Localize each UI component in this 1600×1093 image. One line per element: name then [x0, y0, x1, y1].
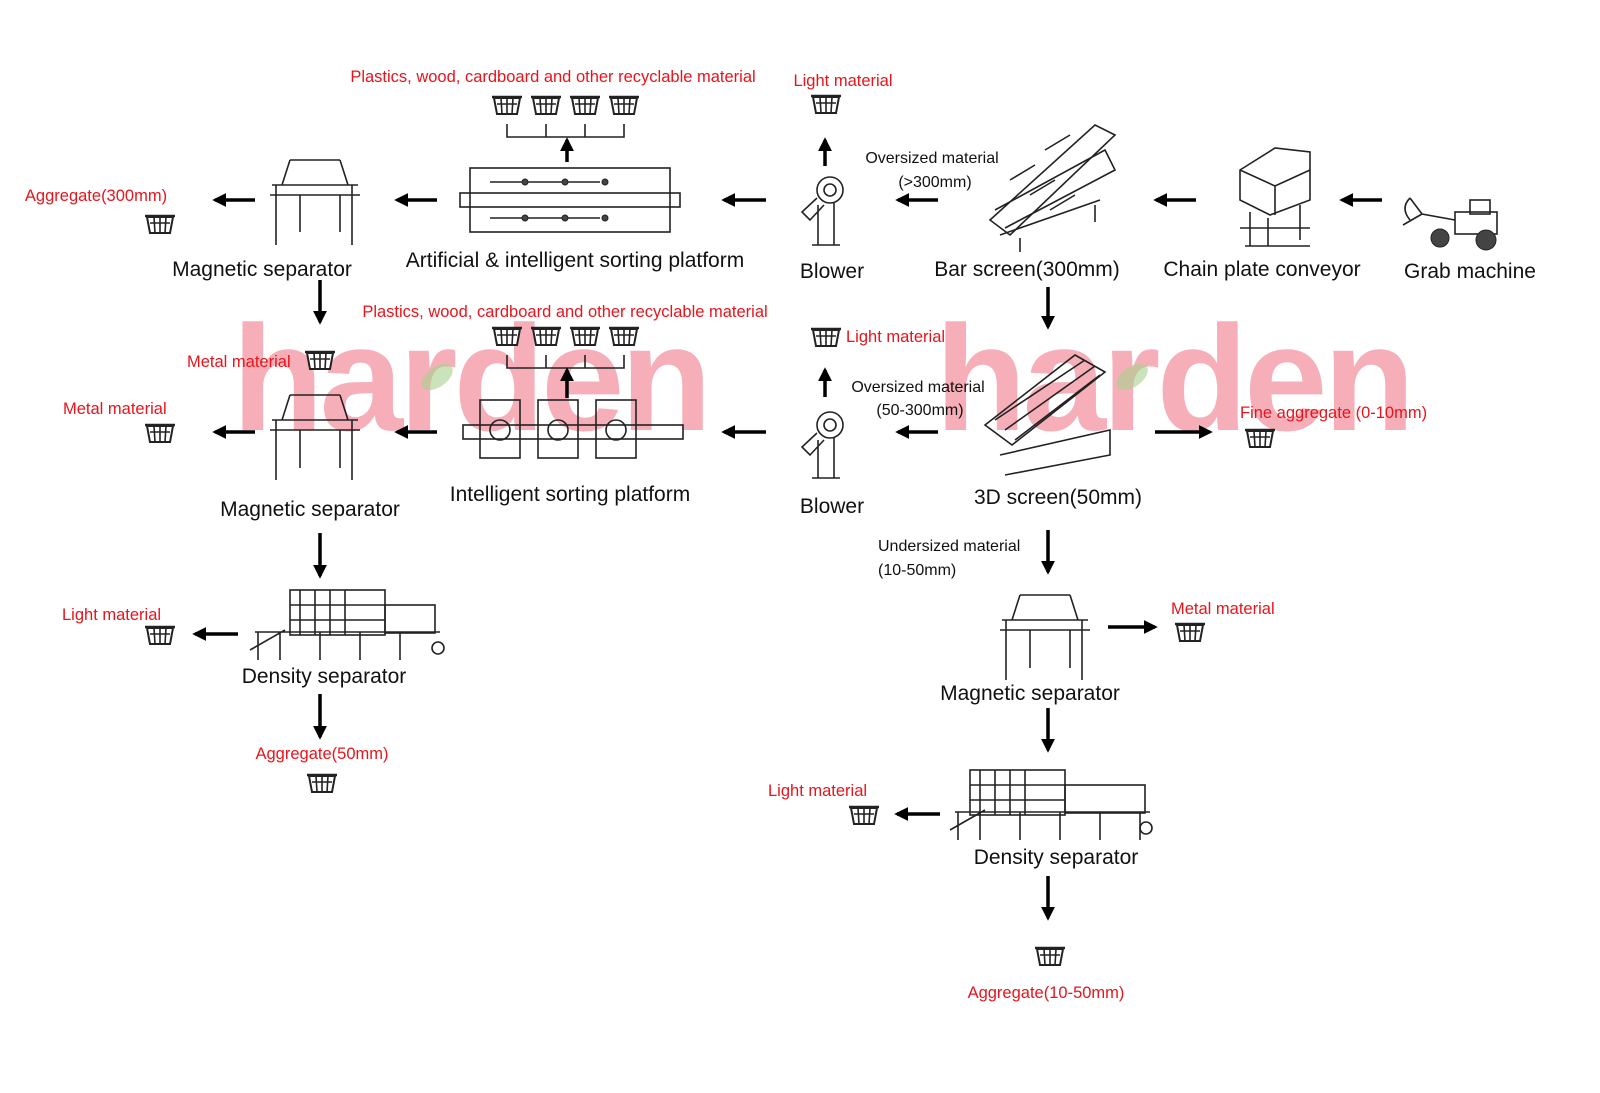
light-material-2-label: Light material: [846, 328, 945, 346]
bin-icon: [303, 350, 337, 371]
bar-screen-icon: [988, 124, 1117, 252]
light-material-3-label: Light material: [62, 606, 161, 624]
screen-3d-label: 3D screen(50mm): [974, 486, 1142, 509]
magnetic-separator-3-icon: [1000, 594, 1090, 680]
aggregate-300-label: Aggregate(300mm): [25, 187, 167, 205]
chain-plate-conveyor-label: Chain plate conveyor: [1163, 258, 1360, 281]
bin-icon: [809, 327, 843, 348]
chain-plate-conveyor-icon: [1239, 147, 1311, 247]
undersized-label: Undersized material: [878, 538, 1020, 555]
blower-1-icon: [800, 176, 844, 246]
magnetic-separator-2-label: Magnetic separator: [220, 498, 400, 521]
fine-aggregate-label: Fine aggregate (0-10mm): [1240, 404, 1427, 422]
watermark-right: harden: [935, 294, 1415, 462]
bar-screen-label: Bar screen(300mm): [934, 258, 1120, 281]
bin-icon: [143, 625, 177, 646]
light-material-1-label: Light material: [793, 72, 892, 90]
density-separator-2-label: Density separator: [974, 846, 1139, 869]
bin-icon: [1033, 946, 1067, 967]
magnetic-separator-1-label: Magnetic separator: [172, 258, 352, 281]
light-material-4-label: Light material: [768, 782, 867, 800]
blower-2-label: Blower: [800, 495, 864, 518]
magnetic-separator-3-label: Magnetic separator: [940, 682, 1120, 705]
undersized-range: (10-50mm): [878, 562, 956, 579]
oversized-2-label: Oversized material: [851, 379, 984, 396]
oversized-1-label: Oversized material: [865, 150, 998, 167]
density-separator-2-icon: [949, 769, 1153, 840]
magnetic-separator-1-icon: [270, 159, 360, 245]
watermark-left: harden: [232, 294, 712, 462]
bin-icon: [1243, 428, 1277, 449]
metal-material-3-label: Metal material: [1171, 600, 1275, 618]
flow-arrows: [192, 137, 1382, 921]
watermark-text-left: harden: [232, 294, 708, 462]
sorting-platform-2-label: Intelligent sorting platform: [450, 483, 690, 506]
blower-1-label: Blower: [800, 260, 864, 283]
grab-machine-icon: [1402, 197, 1498, 251]
bin-icon: [305, 773, 339, 794]
watermark-text-right: harden: [935, 294, 1411, 462]
grab-machine-label: Grab machine: [1404, 260, 1536, 283]
screen-3d-icon: [983, 354, 1111, 476]
bin-icon: [143, 423, 177, 444]
bin-icon: [1173, 622, 1207, 643]
metal-material-1-label: Metal material: [187, 353, 291, 371]
bin-icon: [847, 805, 881, 826]
density-separator-1-label: Density separator: [242, 665, 407, 688]
density-separator-1-icon: [249, 589, 445, 660]
magnetic-separator-2-icon: [270, 394, 360, 480]
bin-icon: [143, 214, 177, 235]
sorting-platform-2-icon: [462, 399, 684, 459]
aggregate-50-label: Aggregate(50mm): [256, 745, 389, 763]
sorting-platform-1-label: Artificial & intelligent sorting platfor…: [406, 249, 744, 272]
oversized-1-range: (>300mm): [898, 174, 971, 191]
recyclable-bins-1: [490, 95, 641, 138]
blower-2-icon: [800, 411, 844, 479]
oversized-2-range: (50-300mm): [876, 402, 963, 419]
metal-material-2-label: Metal material: [63, 400, 167, 418]
sorting-platform-1-icon: [459, 167, 681, 233]
recyclable-1-label: Plastics, wood, cardboard and other recy…: [350, 68, 755, 86]
aggregate-10-50-label: Aggregate(10-50mm): [968, 984, 1125, 1002]
bin-icon: [809, 94, 843, 115]
recyclable-2-label: Plastics, wood, cardboard and other recy…: [362, 303, 767, 321]
